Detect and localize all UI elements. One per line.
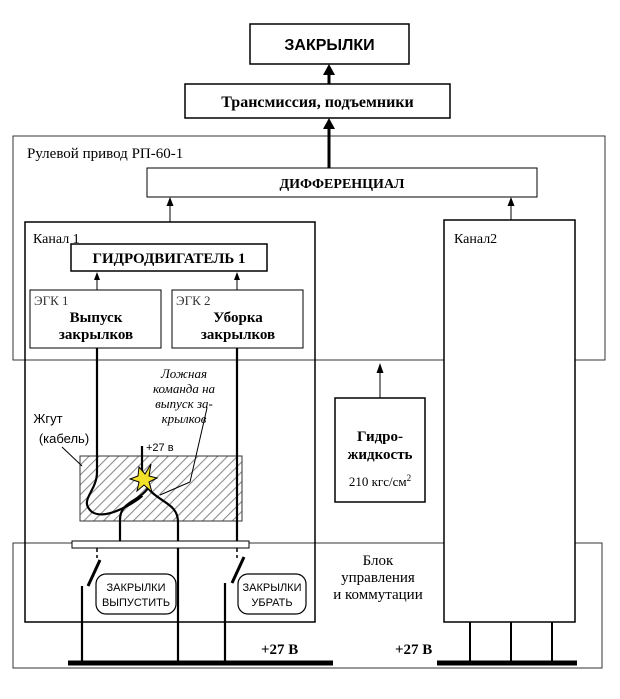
false-command-line2: команда на: [153, 381, 216, 396]
egk1-box: [29, 289, 162, 349]
arrow-head: [166, 197, 174, 206]
arrow-head: [323, 118, 335, 129]
false-command-line4: крылков: [162, 411, 207, 426]
harness-hatched-box: [79, 455, 243, 522]
egk2-line1: Уборка: [213, 310, 263, 326]
false-command-line3: выпуск за-: [155, 396, 213, 411]
flaps-box: [249, 23, 410, 65]
false-command-leader: [189, 407, 208, 483]
transmission-label: Трансмиссия, подъемники: [221, 94, 414, 111]
control-unit-line3: и коммутации: [333, 587, 422, 603]
hydro-fluid-box: [334, 397, 426, 503]
control-unit-line1: Блок: [363, 553, 394, 569]
arrow-head: [376, 363, 384, 373]
power-right-label: +27 В: [395, 642, 432, 658]
power-left-label: +27 В: [261, 642, 298, 658]
egk2-label: ЭГК 2: [176, 293, 211, 308]
wire-false-cross: [118, 484, 151, 548]
channel2-box: [443, 219, 576, 623]
control-unit-line2: управления: [341, 570, 415, 586]
plus27-small-label: +27 в: [146, 442, 174, 454]
arrow-head: [94, 272, 100, 280]
hydromotor-box: [70, 243, 268, 272]
retract-switch-label-line1: ЗАКРЫЛКИ: [243, 582, 302, 594]
false-command-line1: Ложная: [160, 366, 207, 381]
steering-drive-label: Рулевой привод РП-60-1: [27, 146, 183, 162]
hydro-fluid-line2: жидкость: [347, 447, 412, 463]
retract-switch-label-box: [237, 573, 307, 615]
arrow-head: [507, 197, 515, 206]
differential-box: [146, 167, 538, 198]
wire-egk1-down: [85, 348, 144, 516]
egk1-line2: закрылков: [59, 327, 133, 343]
extend-switch-label-line2: ВЫПУСТИТЬ: [102, 597, 170, 609]
steering-drive-box: [12, 135, 606, 361]
extend-switch-lever: [86, 559, 102, 587]
channel1-label: Канал 1: [33, 232, 80, 247]
retract-switch-lever: [230, 556, 246, 584]
harness-label-line1: Жгут: [33, 411, 62, 426]
hydro-fluid-pressure: 210 кгс/см2: [349, 473, 411, 489]
retract-switch-label-line2: УБРАТЬ: [251, 597, 292, 609]
extend-switch-label-box: [95, 573, 177, 615]
transmission-box: [184, 83, 451, 119]
differential-label: ДИФФЕРЕНЦИАЛ: [279, 177, 405, 192]
channel2-label: Канал2: [454, 232, 497, 247]
hydro-fluid-line1: Гидро-: [357, 429, 403, 445]
flaps-label: ЗАКРЫЛКИ: [284, 37, 374, 54]
extend-switch-label-line1: ЗАКРЫЛКИ: [107, 582, 166, 594]
short-circuit-spark-icon: [128, 463, 159, 494]
egk1-line1: Выпуск: [70, 310, 123, 326]
control-unit-box: [12, 542, 603, 669]
bus-bar: [71, 540, 250, 549]
harness-leader: [61, 446, 83, 467]
harness-label-line2: (кабель): [39, 431, 89, 446]
arrow-head: [323, 64, 335, 75]
egk2-line2: закрылков: [201, 327, 275, 343]
false-command-leader-tip: [159, 481, 191, 496]
arrow-head: [234, 272, 240, 280]
hydromotor-label: ГИДРОДВИГАТЕЛЬ 1: [92, 251, 245, 267]
egk1-label: ЭГК 1: [34, 293, 69, 308]
